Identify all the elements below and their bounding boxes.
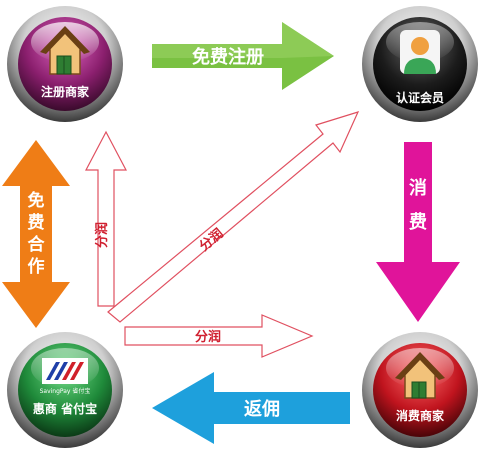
node-register-merchant: 注册商家 — [7, 6, 123, 122]
consume-arrow: 消 费 — [376, 142, 460, 322]
rebate-arrow: 返佣 — [152, 372, 350, 444]
node-certified-member: 认证会员 — [362, 6, 478, 122]
free-coop-char-3: 合 — [28, 234, 46, 255]
savingpay-label: 惠商 省付宝 — [33, 401, 97, 416]
profit-up-label: 分润 — [94, 222, 110, 248]
profit-arrow-diagonal: 分润 — [107, 111, 360, 323]
rebate-label: 返佣 — [244, 398, 280, 420]
register-merchant-label: 注册商家 — [41, 84, 90, 99]
profit-horizontal-label: 分润 — [195, 329, 221, 345]
savingpay-logo-text: SavingPay 省付宝 — [40, 387, 91, 395]
house-icon — [395, 352, 445, 399]
free-register-arrow: 免费注册 — [152, 22, 334, 90]
free-register-label: 免费注册 — [192, 46, 264, 68]
certified-member-label: 认证会员 — [396, 90, 444, 105]
node-consumer-merchant: 消费商家 — [362, 332, 478, 448]
node-savingpay: SavingPay 省付宝 惠商 省付宝 — [7, 332, 123, 448]
profit-arrow-horizontal: 分润 — [124, 314, 314, 358]
free-cooperation-arrow: 免 费 合 作 — [2, 140, 70, 328]
house-icon — [40, 26, 90, 75]
consume-label-2: 费 — [409, 212, 427, 233]
profit-arrow-up: 分润 — [85, 130, 127, 307]
free-coop-char-1: 免 — [28, 190, 45, 211]
person-icon — [400, 30, 440, 74]
free-coop-char-2: 费 — [28, 212, 45, 233]
free-coop-char-4: 作 — [28, 256, 45, 277]
consume-label-1: 消 — [409, 177, 427, 199]
savingpay-logo-icon: SavingPay 省付宝 — [40, 358, 91, 395]
consumer-merchant-label: 消费商家 — [396, 408, 445, 423]
